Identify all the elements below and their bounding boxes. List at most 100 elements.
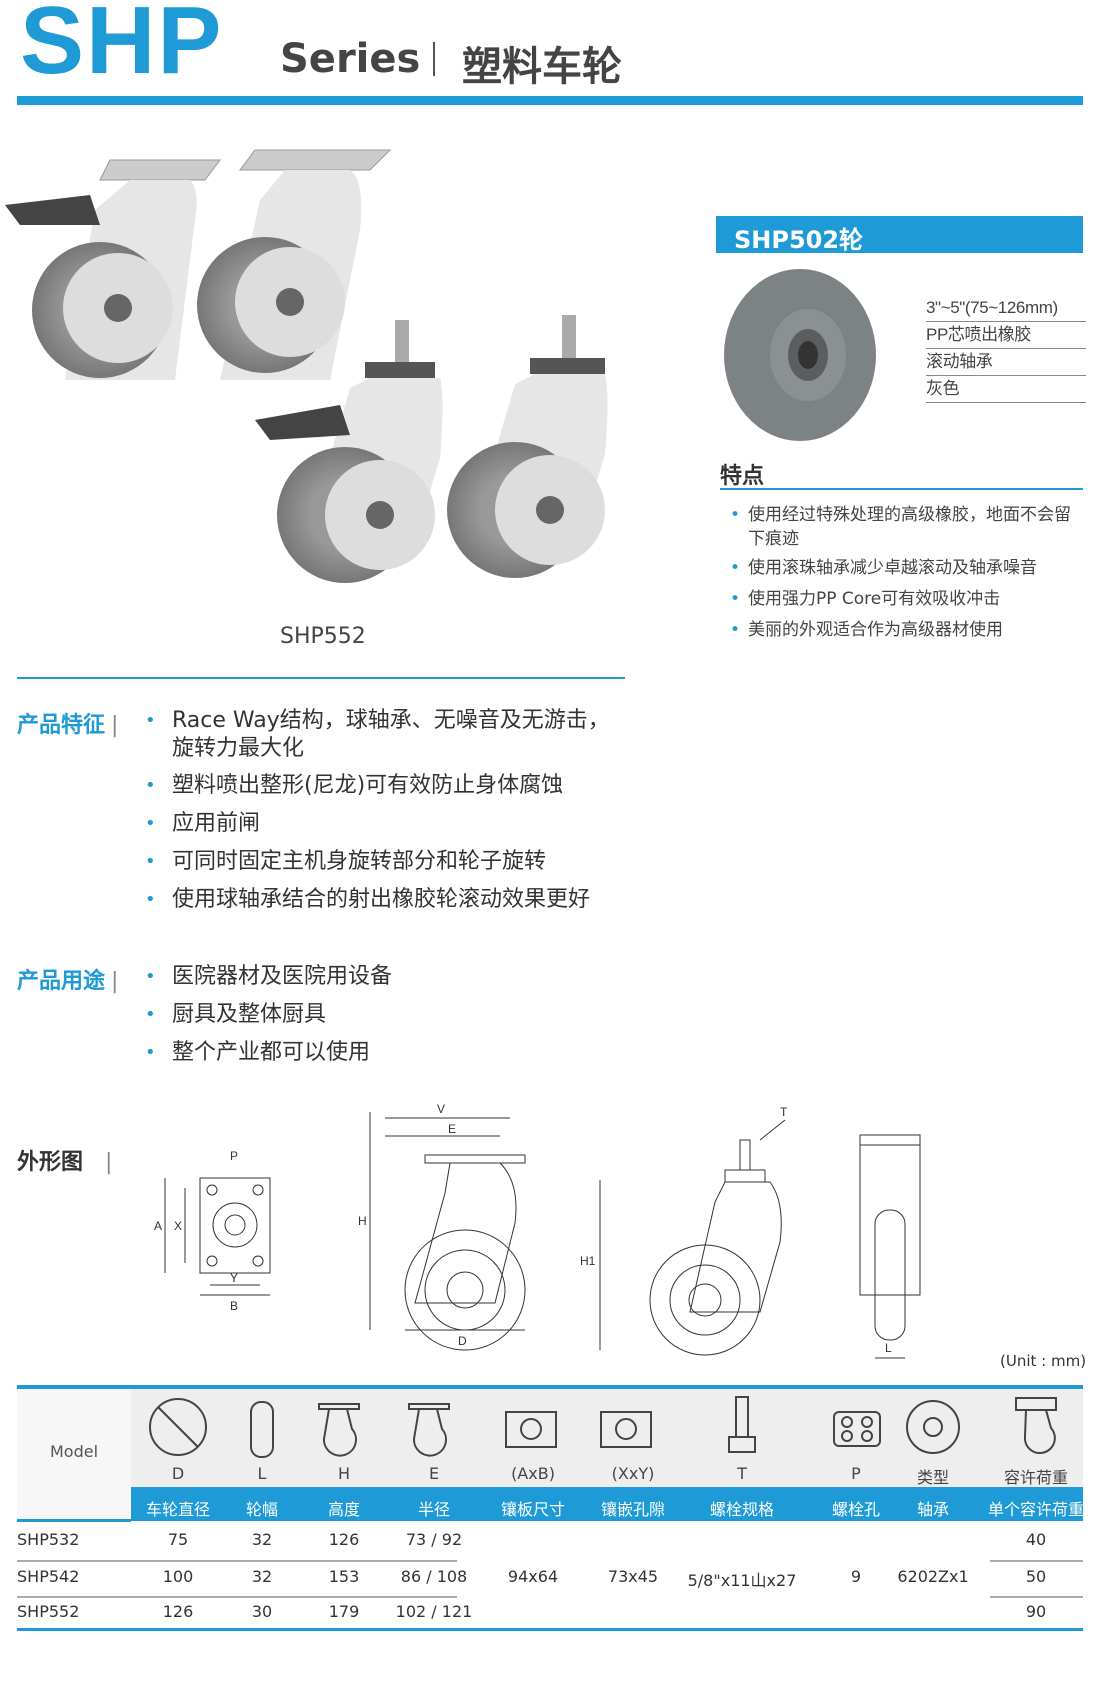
label-t: T [780,1105,788,1119]
col-icon-label: D [171,1464,185,1483]
stem-caster-drawing: TH1 [580,1105,788,1356]
header-bar [17,96,1083,105]
col-header: 镶板尺寸 [500,1500,566,1519]
wheel-title-bar: SHP502轮 [716,216,1083,254]
col-header: 螺栓孔 [831,1500,881,1519]
label-v: V [437,1102,445,1116]
height-icon [318,1403,360,1457]
col-icon-label: H [337,1464,351,1483]
label-e: E [448,1122,456,1136]
usage-title: 产品用途| [17,969,119,994]
load-icon [1015,1397,1057,1455]
col-icon-label: T [737,1464,747,1483]
table-bottom-border [17,1628,1083,1631]
table-header-row [131,1487,1083,1521]
caster-product-photo [5,149,608,583]
cell-plate-size: 94x64 [507,1567,559,1586]
bolt-holes-icon [833,1411,881,1447]
feature-item: 使用经过特殊处理的高级橡胶，地面不会留下痕迹 [730,503,1085,551]
label-x: X [174,1219,182,1233]
bearing-icon [906,1400,960,1454]
row-divider [17,1560,457,1562]
cell-bolt-holes: 9 [850,1567,862,1586]
cell-l: 32 [251,1530,273,1549]
cell-load: 50 [1025,1567,1047,1586]
col-icon-label: 容许荷重 [1003,1468,1069,1487]
product-caption: SHP552 [280,624,366,649]
table-top-border [17,1385,1083,1389]
wheel-spec-size: 3"~5"(75~126mm) [926,295,1086,322]
col-header: 车轮直径 [145,1500,211,1519]
page-title: 塑料车轮 [462,44,622,90]
cell-h: 179 [328,1602,360,1621]
col-icon-label: (AxB) [511,1464,555,1483]
divider [17,677,625,679]
wheel-spec-material: PP芯喷出橡胶 [926,322,1086,349]
label-a: A [154,1219,162,1233]
title-separator [433,42,435,76]
cell-e: 86 / 108 [400,1567,468,1586]
col-icon-label: 类型 [916,1468,950,1487]
caster-brake-stem [255,320,443,583]
label-h: H [358,1214,367,1228]
cell-d: 75 [167,1530,189,1549]
col-icon-label: P [851,1464,861,1483]
wheel-title: SHP502轮 [734,226,864,254]
characteristic-item: 使用球轴承结合的射出橡胶轮滚动效果更好 [145,886,625,914]
col-header: 镶嵌孔隙 [600,1500,666,1519]
row-divider [17,1596,457,1598]
cell-load: 90 [1025,1602,1047,1621]
table-icon-band [131,1389,1083,1487]
cell-h: 126 [328,1530,360,1549]
characteristic-item: 塑料喷出整形(尼龙)可有效防止身体腐蚀 [145,772,625,800]
brake-caster-drawing: VE H D [358,1102,526,1351]
brand-logo: SHP [20,0,224,94]
cell-load: 40 [1025,1530,1047,1549]
feature-item: 美丽的外观适合作为高级器材使用 [730,618,1085,642]
header-underline [17,1519,131,1522]
radius-icon [408,1403,450,1457]
characteristic-item: 应用前闸 [145,810,625,838]
cell-bolt: 5/8"x11山x27 [687,1571,797,1590]
wheel-photo [724,269,876,441]
row-divider [990,1596,1083,1598]
row-model: SHP542 [17,1567,80,1586]
features-title: 特点 [720,464,765,489]
usage-item: 厨具及整体厨具 [145,1001,625,1029]
col-header: 轴承 [916,1500,950,1519]
col-header: 单个容许荷重 [987,1500,1085,1519]
plate-size-icon [505,1411,557,1448]
usage-item: 医院器材及医院用设备 [145,963,625,991]
characteristic-item: Race Way结构，球轴承、无噪音及无游击，旋转力最大化 [145,707,625,763]
caster-stem [447,315,608,578]
cell-bearing: 6202Zx1 [897,1567,969,1586]
cell-l: 32 [251,1567,273,1586]
col-header: 高度 [327,1500,361,1519]
bolt-icon [728,1396,756,1453]
label-b: B [230,1299,238,1313]
label-d: D [458,1334,467,1348]
cell-d: 100 [162,1567,194,1586]
hole-spacing-icon [600,1411,652,1448]
characteristic-item: 可同时固定主机身旋转部分和轮子旋转 [145,848,625,876]
cell-e: 102 / 121 [395,1602,473,1621]
cell-hole-spacing: 73x45 [607,1567,659,1586]
label-l: L [885,1341,892,1355]
drawing-title: 外形图| [17,1150,113,1175]
caster-brake-plate [5,159,221,380]
label-y: Y [230,1271,238,1285]
feature-item: 使用滚珠轴承减少卓越滚动及轴承噪音 [730,556,1085,580]
col-icon-label: E [428,1464,440,1483]
wheel-spec-color: 灰色 [926,376,1086,403]
col-icon-label: L [257,1464,267,1483]
col-header: 轮幅 [245,1500,279,1519]
label-p: P [230,1149,238,1163]
cell-h: 153 [328,1567,360,1586]
caster-plate [197,149,392,380]
cell-d: 126 [162,1602,194,1621]
row-divider [990,1560,1083,1562]
feature-item: 使用强力PP Core可有效吸收冲击 [730,587,1085,611]
row-model: SHP532 [17,1530,80,1549]
usage-item: 整个产业都可以使用 [145,1039,625,1067]
